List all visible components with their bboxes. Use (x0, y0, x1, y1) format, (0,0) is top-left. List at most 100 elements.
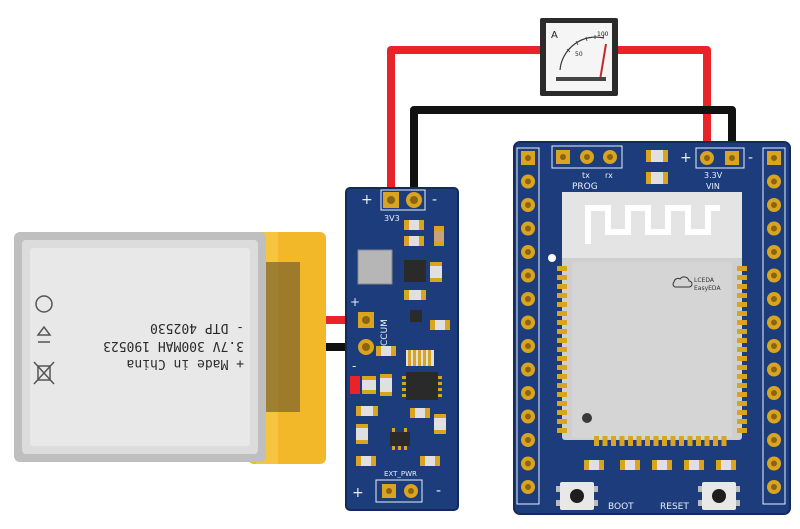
battery-text-line2: 3.7V 300MAH 190523 (103, 338, 244, 353)
header-pin-hole (771, 390, 777, 396)
header-pin-hole (525, 437, 531, 443)
smd-pad (620, 460, 625, 470)
header-pin-hole (771, 319, 777, 326)
header-pin-hole (771, 272, 777, 279)
smd-part (652, 460, 672, 470)
cloud-logo-icon (672, 276, 693, 288)
prog-rx-label: rx (605, 171, 613, 180)
module-pad (696, 436, 701, 446)
module-pad (557, 311, 567, 316)
charger-ext-plus: + (352, 485, 364, 501)
vin-minus: - (748, 150, 753, 166)
module-pad (679, 436, 684, 446)
module-pad (737, 293, 747, 298)
header-pin-hole (771, 484, 777, 490)
ammeter-needle (599, 43, 607, 81)
header-pin-hole (525, 178, 531, 185)
header-pin-hole (525, 366, 531, 373)
smd-part (584, 460, 604, 470)
prog-header-pins (556, 150, 617, 164)
charger-out-label: 3V3 (384, 214, 400, 223)
module-pad (557, 347, 567, 352)
boot-button[interactable] (556, 482, 598, 510)
module-pad (602, 436, 608, 446)
smd-pad (716, 460, 721, 470)
battery-text-line1: + Made in China (127, 356, 244, 371)
module-pad (737, 302, 747, 307)
module-pad (653, 436, 659, 446)
header-pin-hole (525, 343, 531, 349)
module-pad (557, 293, 567, 298)
module-pad (670, 436, 676, 446)
module-pad (557, 374, 567, 379)
header-pin-hole (525, 155, 531, 161)
boot-label: BOOT (608, 502, 634, 512)
module-pad (594, 436, 599, 446)
module-pad (737, 392, 747, 397)
header-pin-hole (525, 272, 531, 279)
header-pin-hole (525, 319, 531, 326)
module-pad (557, 302, 567, 307)
module-pad (737, 266, 747, 271)
charger-ext-minus: - (436, 483, 441, 499)
crossed-bin-icon (33, 361, 55, 385)
smd-pad (667, 460, 672, 470)
module-pad (557, 284, 567, 289)
header-pin-hole (525, 390, 531, 396)
module-pad (557, 365, 567, 370)
module-pad (737, 383, 747, 388)
antenna-trace (585, 205, 720, 244)
module-pad (737, 347, 747, 352)
module-pad (737, 410, 747, 415)
module-pad (737, 401, 747, 406)
charger-accum-minus: - (352, 359, 356, 373)
header-pin-hole (525, 296, 531, 302)
smd-pad (599, 460, 604, 470)
vin-label-bottom: VIN (706, 182, 720, 191)
module-pad (662, 436, 667, 446)
battery: + Made in China 3.7V 300MAH 190523 - DTP… (14, 232, 326, 464)
smd-pad (635, 460, 640, 470)
prog-label: PROG (572, 182, 598, 192)
module-pad (737, 338, 747, 343)
header-pin-hole (771, 202, 777, 208)
smd-pad (584, 460, 589, 470)
module-pad (737, 284, 747, 289)
module-pad (611, 436, 616, 446)
recycle-icon (35, 295, 53, 313)
header-pin-hole (771, 437, 777, 443)
module-pad (628, 436, 633, 446)
smd-pad (731, 460, 736, 470)
dev-board: tx rx PROG + - 3.3V VIN LCEDA EasyEDA (513, 141, 791, 515)
smd-pad (699, 460, 704, 470)
header-pin-hole (771, 155, 777, 161)
charger-accum-plus: + (350, 295, 360, 309)
module-pad (557, 266, 567, 271)
module-pad (557, 419, 567, 424)
charger-out-plus: + (361, 192, 373, 208)
wire-black-ground (410, 106, 736, 196)
module-pad (737, 311, 747, 316)
header-pin-hole (771, 249, 777, 255)
module-pad (557, 428, 567, 433)
header-pin-hole (525, 484, 531, 490)
module-pad (713, 436, 718, 446)
vin-plus: + (680, 150, 692, 166)
header-pin-hole (771, 343, 777, 349)
header-pin-hole (771, 366, 777, 373)
header-pin-hole (525, 225, 531, 232)
smd-pad (652, 460, 657, 470)
reset-button[interactable] (698, 482, 740, 510)
reset-label: RESET (660, 502, 689, 512)
module-pad (737, 275, 747, 280)
module-pad (557, 401, 567, 406)
header-pin-hole (771, 413, 777, 420)
esp-module-pads (557, 266, 747, 446)
module-pad (557, 320, 567, 325)
module-pad (636, 436, 642, 446)
right-pin-header (762, 147, 786, 505)
ammeter: A 50 100 (540, 18, 618, 96)
module-pad (737, 329, 747, 334)
module-pad (687, 436, 693, 446)
header-pin-hole (525, 202, 531, 208)
